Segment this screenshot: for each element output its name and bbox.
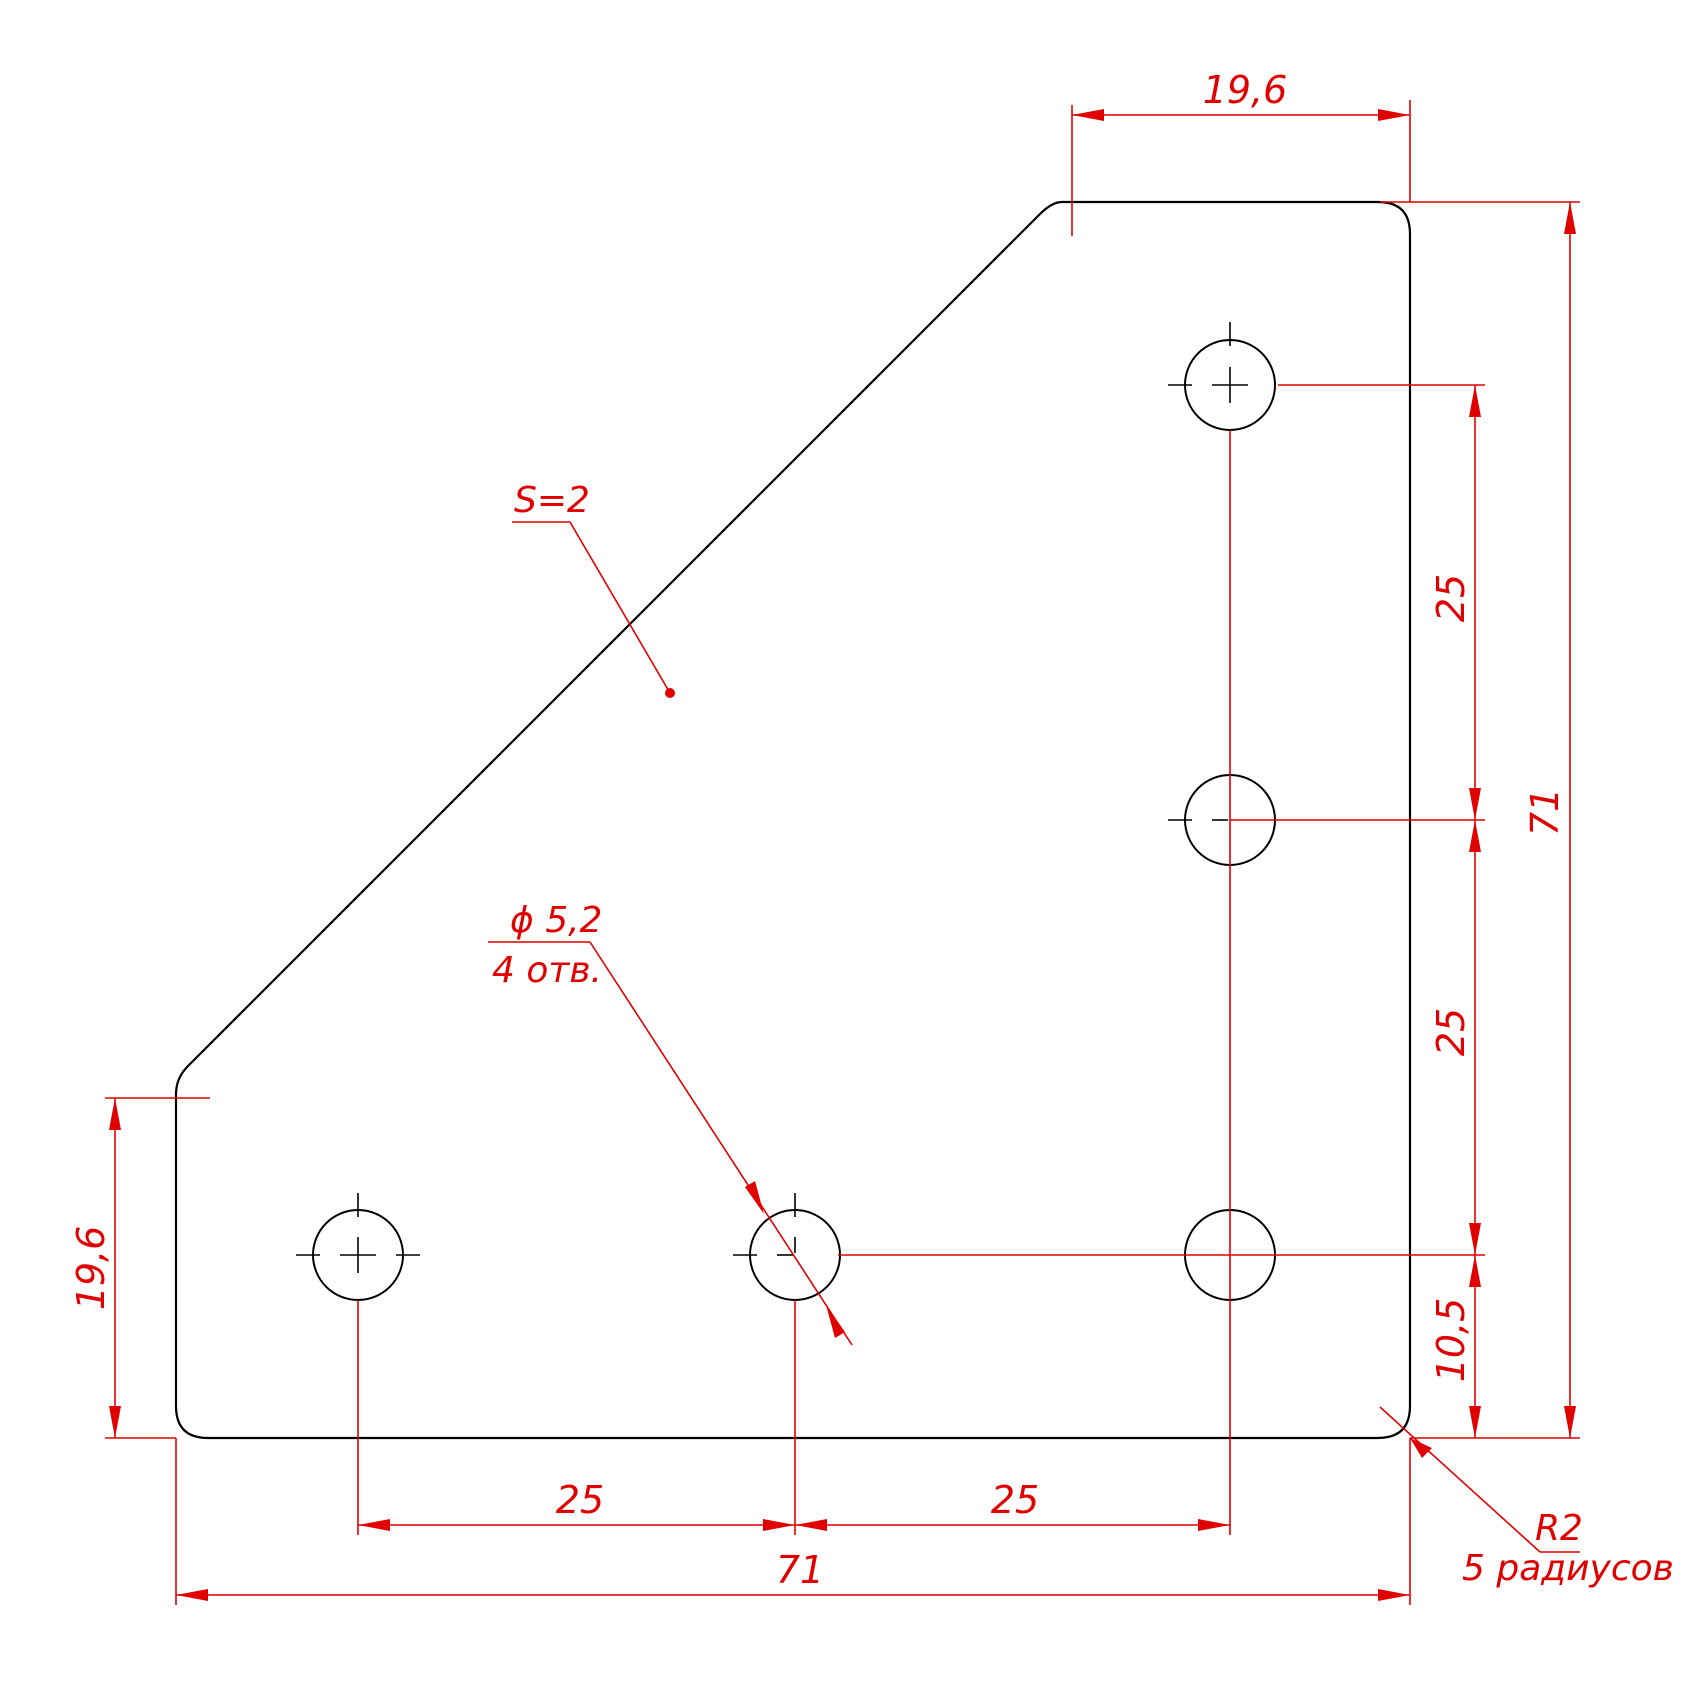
note-radius-count: 5 радиусов (1462, 1548, 1674, 1589)
hole-bottom-middle (749, 1209, 841, 1301)
leaders (488, 521, 1580, 1553)
note-hole-count: 4 отв. (492, 950, 602, 991)
dim-left-height: 19,6 (69, 1226, 113, 1311)
center-marks (296, 322, 1248, 1273)
leader-dot (665, 688, 675, 698)
holes (312, 339, 1276, 1301)
dim-bottom-offset: 10,5 (1429, 1298, 1473, 1383)
note-hole-size: ϕ 5,2 (510, 900, 602, 941)
dim-total-height: 71 (1523, 788, 1567, 836)
dim-total-width: 71 (776, 1548, 824, 1592)
dimension-lines (109, 109, 1576, 1601)
note-thickness: S=2 (514, 480, 590, 521)
extension-lines (105, 100, 1580, 1605)
part-outline (174, 200, 1412, 1440)
dim-top-width: 19,6 (1203, 68, 1288, 112)
dim-pitch-x-1: 25 (556, 1478, 604, 1522)
dim-pitch-y-1: 25 (1429, 574, 1473, 622)
dim-pitch-y-2: 25 (1429, 1008, 1473, 1056)
note-radius: R2 (1535, 1508, 1583, 1549)
dim-pitch-x-2: 25 (991, 1478, 1039, 1522)
